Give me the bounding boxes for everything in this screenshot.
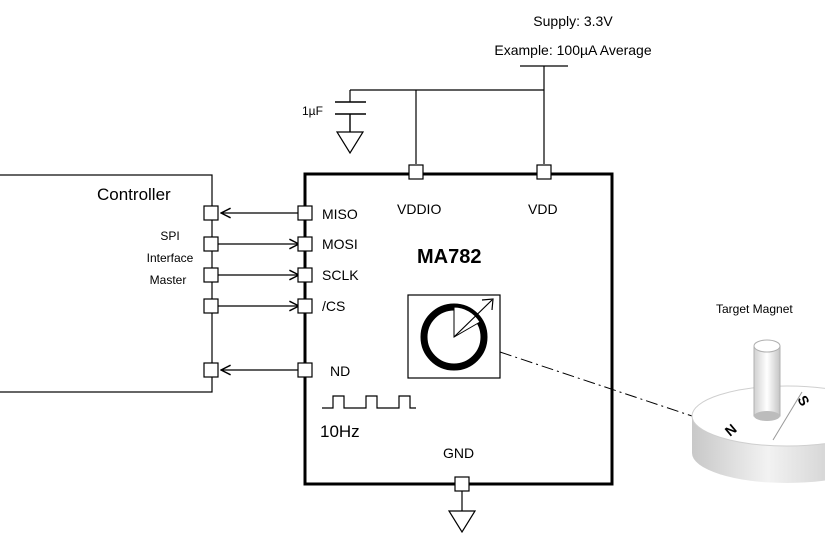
pin-vddio-label: VDDIO: [397, 201, 441, 217]
interface-label: Interface: [147, 251, 194, 265]
spi-label: SPI: [160, 229, 179, 243]
controller-box: [0, 174, 213, 393]
controller-title: Controller: [97, 185, 171, 204]
chip-name: MA782: [417, 246, 481, 268]
capacitor-symbol: [335, 101, 366, 132]
target-magnet: N S: [691, 339, 825, 483]
chip-ground: [447, 491, 477, 534]
target-magnet-label: Target Magnet: [716, 302, 793, 316]
rotation-axis-line: [499, 351, 705, 421]
pin-nd-label: ND: [330, 363, 350, 379]
pin-cs-label: /CS: [322, 298, 345, 314]
spi-signal-lines: [218, 213, 299, 370]
pin-vdd-label: VDD: [528, 201, 558, 217]
sensor-symbol: [407, 294, 501, 379]
capacitor-label: 1µF: [302, 104, 323, 118]
controller-pins: [203, 205, 219, 378]
chip-pins: [297, 164, 552, 492]
nd-pulse-waveform: [322, 395, 416, 409]
pin-gnd-label: GND: [443, 445, 474, 461]
pin-miso-label: MISO: [322, 206, 358, 222]
nd-frequency-label: 10Hz: [320, 422, 360, 441]
supply-voltage-label: Supply: 3.3V: [533, 13, 613, 29]
supply-rail: [349, 65, 568, 164]
pin-sclk-label: SCLK: [322, 267, 359, 283]
master-label: Master: [150, 273, 187, 287]
ground-icon: [335, 131, 365, 155]
supply-current-label: Example: 100µA Average: [494, 42, 651, 58]
pin-mosi-label: MOSI: [322, 236, 358, 252]
